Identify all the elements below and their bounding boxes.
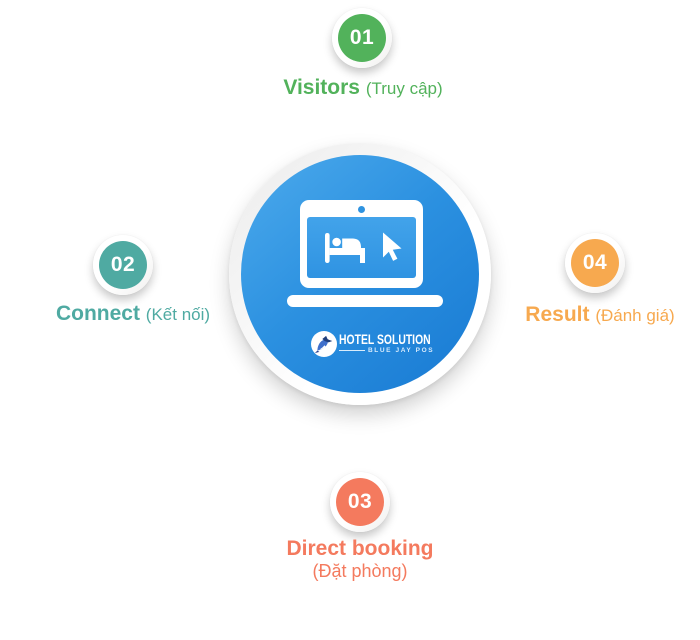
step-disc-direct-booking: 03	[336, 478, 384, 526]
logo-subtitle: BLUE JAY POS	[368, 347, 435, 354]
step-disc-connect: 02	[99, 241, 147, 289]
laptop-icon	[300, 200, 423, 288]
laptop-base	[287, 295, 443, 307]
camera-dot-icon	[358, 206, 365, 213]
cursor-arrow-icon	[383, 232, 402, 261]
step-label-visitors: Visitors (Truy cập)	[203, 76, 523, 100]
step-circle-connect: 02	[93, 235, 153, 295]
logo-subtitle-row: BLUE JAY POS	[339, 347, 433, 354]
step-number: 02	[110, 253, 136, 276]
step-label-main: Direct booking	[286, 537, 434, 560]
step-label-sub: (Đánh giá)	[595, 306, 675, 325]
step-disc-result: 04	[571, 239, 619, 287]
step-circle-result: 04	[565, 233, 625, 293]
step-label-sub: (Truy cập)	[365, 79, 443, 98]
bed-icon	[325, 233, 365, 263]
step-disc-visitors: 01	[338, 14, 386, 62]
step-circle-visitors: 01	[332, 8, 392, 68]
laptop-screen	[307, 217, 416, 278]
step-number: 04	[582, 251, 608, 274]
step-label-main: Connect	[55, 302, 140, 325]
blue-jay-icon	[314, 335, 333, 354]
step-number: 01	[349, 26, 375, 49]
step-label-connect: Connect (Kết nối)	[0, 302, 293, 326]
step-label-result: Result (Đánh giá)	[440, 303, 700, 327]
logo-text: HOTEL SOLUTION BLUE JAY POS	[339, 331, 433, 354]
logo-title: HOTEL SOLUTION	[339, 331, 431, 348]
step-number: 03	[347, 490, 373, 513]
hotel-solution-logo: HOTEL SOLUTION BLUE JAY POS	[311, 331, 433, 357]
step-label-sub: (Kết nối)	[145, 305, 211, 324]
logo-circle	[311, 331, 337, 357]
step-label-main: Result	[525, 303, 590, 326]
step-label-direct-booking: Direct booking (Đặt phòng)	[200, 537, 520, 582]
step-circle-direct-booking: 03	[330, 472, 390, 532]
step-label-sub: (Đặt phòng)	[312, 561, 408, 582]
step-label-main: Visitors	[283, 76, 360, 99]
logo-underline	[339, 350, 365, 351]
